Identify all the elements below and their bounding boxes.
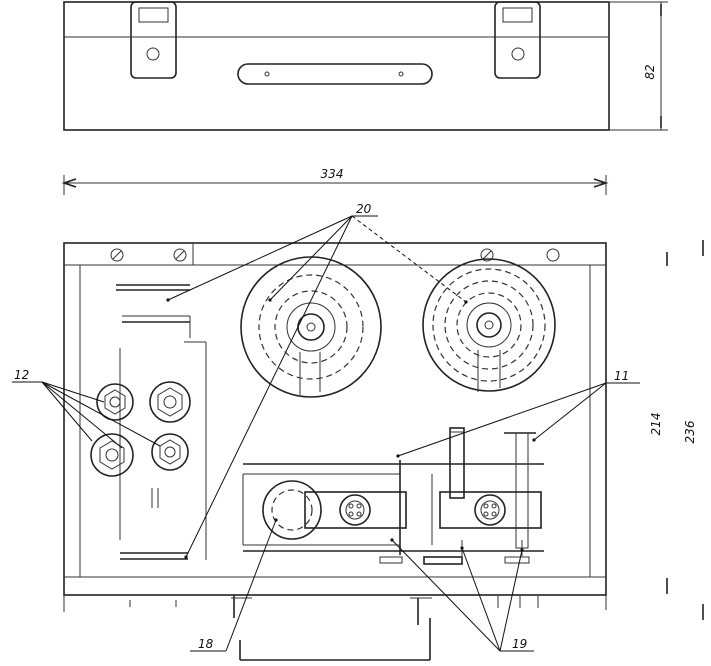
callout-20: 20 [166, 202, 468, 559]
callout-11-label: 11 [614, 369, 629, 383]
top-screws [110, 243, 560, 265]
dim-top-height-label: 82 [643, 64, 657, 79]
top-view: 82 [63, 1, 668, 131]
callout-20-label: 20 [356, 202, 372, 216]
housing-outline [63, 242, 607, 596]
top-right-bracket [494, 1, 541, 79]
knob-4 [151, 433, 189, 471]
front-view: 334 [12, 167, 704, 661]
dial-right [422, 258, 556, 392]
left-strips [116, 284, 207, 560]
dim-top-height: 82 [609, 1, 668, 131]
knob-3 [90, 433, 134, 477]
knob-2 [149, 381, 191, 423]
callout-11: 11 [396, 369, 640, 458]
dial-left [240, 256, 382, 398]
dim-width: 334 [61, 167, 609, 195]
callout-12: 12 [12, 368, 161, 449]
knob-group-12 [90, 381, 191, 477]
dim-height: 214 236 [649, 240, 704, 620]
knob-1 [96, 383, 134, 421]
mechanism [242, 427, 544, 565]
dim-height-outer-label: 236 [683, 420, 697, 443]
top-handle-slot [237, 63, 433, 85]
callout-19: 19 [390, 538, 534, 652]
dim-width-label: 334 [321, 167, 344, 181]
top-left-bracket [130, 1, 177, 79]
callout-12-label: 12 [14, 368, 29, 382]
dim-height-inner-label: 214 [649, 413, 663, 436]
bottom-handle [63, 595, 607, 661]
callout-18-label: 18 [198, 637, 214, 651]
callout-18: 18 [190, 518, 278, 652]
callout-19-label: 19 [512, 637, 527, 651]
top-view-body [63, 1, 610, 131]
